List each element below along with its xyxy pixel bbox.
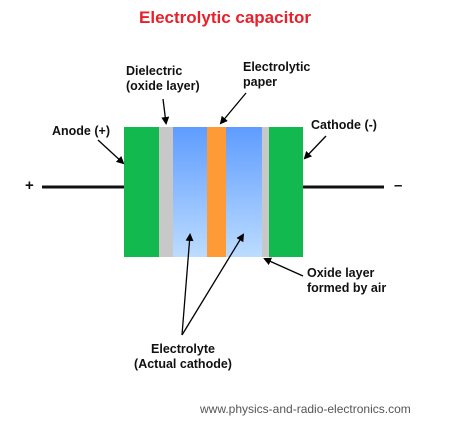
anode-arrow (97, 139, 125, 165)
paper-arrow (219, 92, 247, 125)
negative-terminal-sign: – (394, 177, 403, 194)
electrolytic-paper-label-line1: Electrolytic (243, 60, 311, 74)
electrolyte-arrow-right (181, 233, 245, 336)
anode-label: Anode (+) (52, 124, 110, 138)
electrolytic-paper (207, 127, 226, 257)
dielectric-label-line2: (oxide layer) (126, 79, 200, 93)
positive-terminal-sign: + (25, 177, 34, 194)
dielectric-label: Dielectric (oxide layer) (126, 64, 200, 94)
diagram-title: Electrolytic capacitor (139, 8, 311, 27)
source-footer: www.physics-and-radio-electronics.com (200, 402, 411, 416)
oxide-air-label-line1: Oxide layer (307, 266, 375, 280)
air-oxide-layer (262, 127, 269, 257)
electrolyte-label: Electrolyte (Actual cathode) (118, 342, 248, 372)
cathode-plate (269, 127, 303, 257)
dielectric-arrow (161, 98, 170, 125)
oxide-air-label-line2: formed by air (307, 281, 387, 295)
electrolyte-arrow-left (181, 233, 194, 336)
electrolyte-label-line1: Electrolyte (151, 342, 215, 356)
electrolytic-paper-label-line2: paper (243, 75, 278, 89)
oxide-air-arrow (263, 257, 304, 277)
dielectric-label-line1: Dielectric (126, 64, 183, 78)
electrolytic-paper-label: Electrolytic paper (243, 60, 310, 90)
cathode-label: Cathode (-) (311, 118, 377, 132)
anode-plate (124, 127, 159, 257)
electrolyte-label-line2: (Actual cathode) (134, 357, 232, 371)
cathode-arrow (303, 135, 327, 160)
electrolyte-right (226, 127, 262, 257)
dielectric-oxide-layer (159, 127, 173, 257)
oxide-air-label: Oxide layer formed by air (307, 266, 386, 296)
